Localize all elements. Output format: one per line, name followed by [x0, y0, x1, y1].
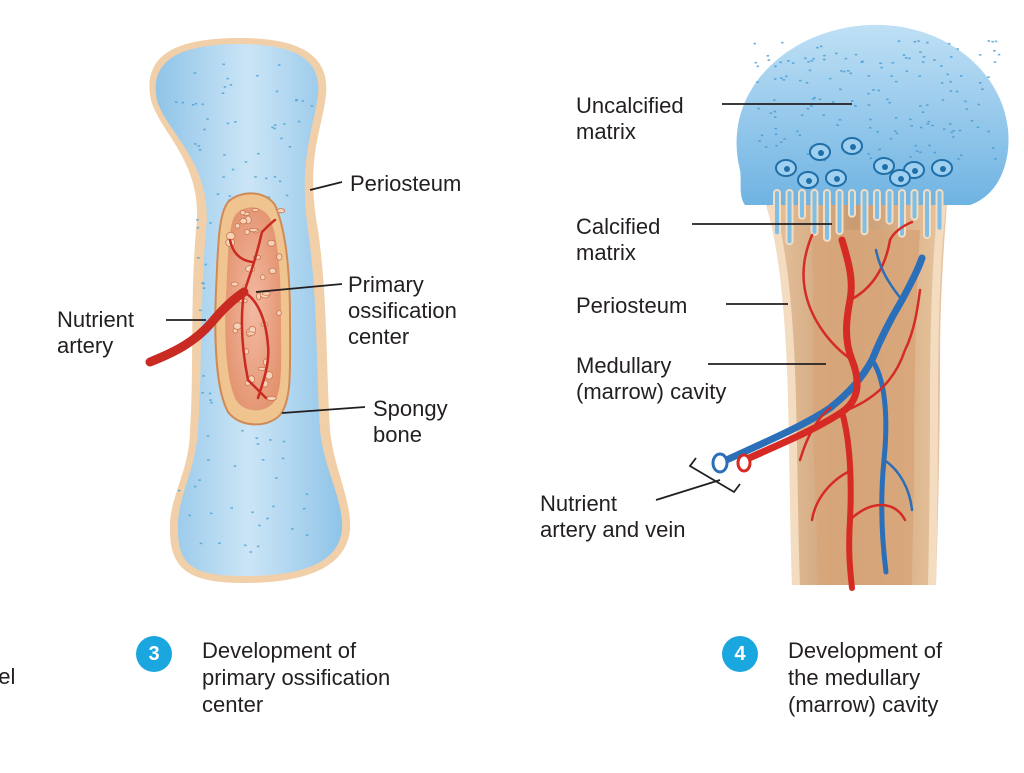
periosteum-edge-right	[928, 204, 946, 586]
uncalcified-matrix-head	[736, 24, 1009, 205]
vessels	[711, 220, 926, 591]
label-periosteum-3: Periosteum	[350, 171, 462, 196]
label-medullary-cavity: Medullary (marrow) cavity	[576, 353, 727, 404]
leader-nutrient-artery-vein	[655, 457, 741, 501]
chondrocyte-cells	[775, 137, 953, 189]
label-calcified-matrix: Calcified matrix	[576, 214, 661, 265]
panel4-bone	[655, 24, 1009, 591]
step-badge-4: 4	[722, 636, 758, 672]
leader-primary-ossification	[255, 283, 343, 293]
cropped-left-caption-fragment: del	[0, 664, 16, 689]
nutrient-artery	[145, 287, 249, 367]
periosteum-edge-left	[766, 203, 800, 586]
label-periosteum-4: Periosteum	[576, 293, 688, 318]
panel3-bone	[145, 38, 366, 583]
label-nutrient-artery-3: Nutrient artery	[57, 307, 135, 358]
label-uncalcified-matrix: Uncalcified matrix	[576, 93, 684, 144]
label-nutrient-artery-and-vein: Nutrient artery and vein	[540, 491, 686, 542]
caption-panel3: Development of primary ossification cent…	[202, 638, 391, 717]
label-spongy-bone: Spongy bone	[373, 396, 448, 447]
caption-panel4: Development of the medullary (marrow) ca…	[788, 638, 943, 717]
artery-branches	[228, 218, 277, 400]
leader-spongy-bone	[281, 406, 366, 414]
step-badge-3: 3	[136, 636, 172, 672]
leader-periosteum-3	[309, 181, 343, 191]
label-primary-ossification-center: Primary ossification center	[348, 272, 457, 349]
